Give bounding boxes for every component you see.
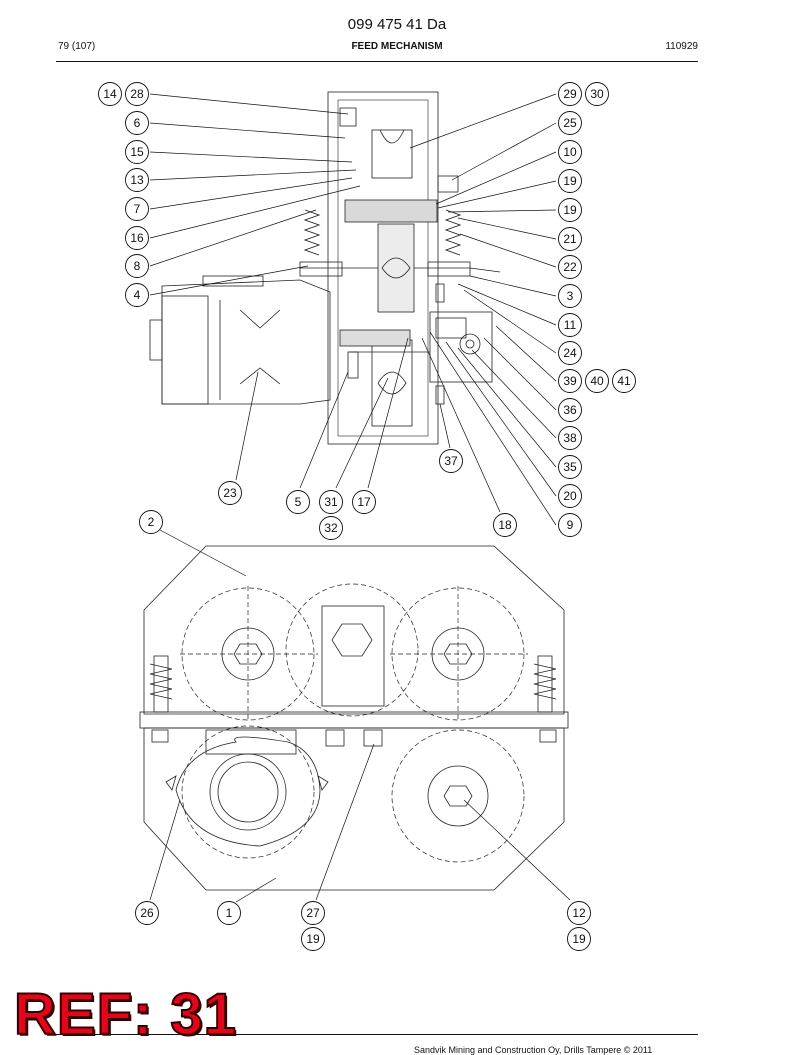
page-number: 79 (107) <box>58 41 96 52</box>
footer-copyright: Sandvik Mining and Construction Oy, Dril… <box>414 1045 653 1055</box>
plate-upper <box>143 545 565 715</box>
page-title: FEED MECHANISM <box>351 41 443 52</box>
date-code: 110929 <box>665 41 698 52</box>
plate-lower <box>143 727 565 891</box>
document-number: 099 475 41 Da <box>347 16 447 33</box>
footer-rule <box>56 1034 698 1035</box>
ref-stamp: REF: 31 <box>13 982 237 1047</box>
motor-body <box>161 279 331 405</box>
header-rule <box>56 61 698 62</box>
